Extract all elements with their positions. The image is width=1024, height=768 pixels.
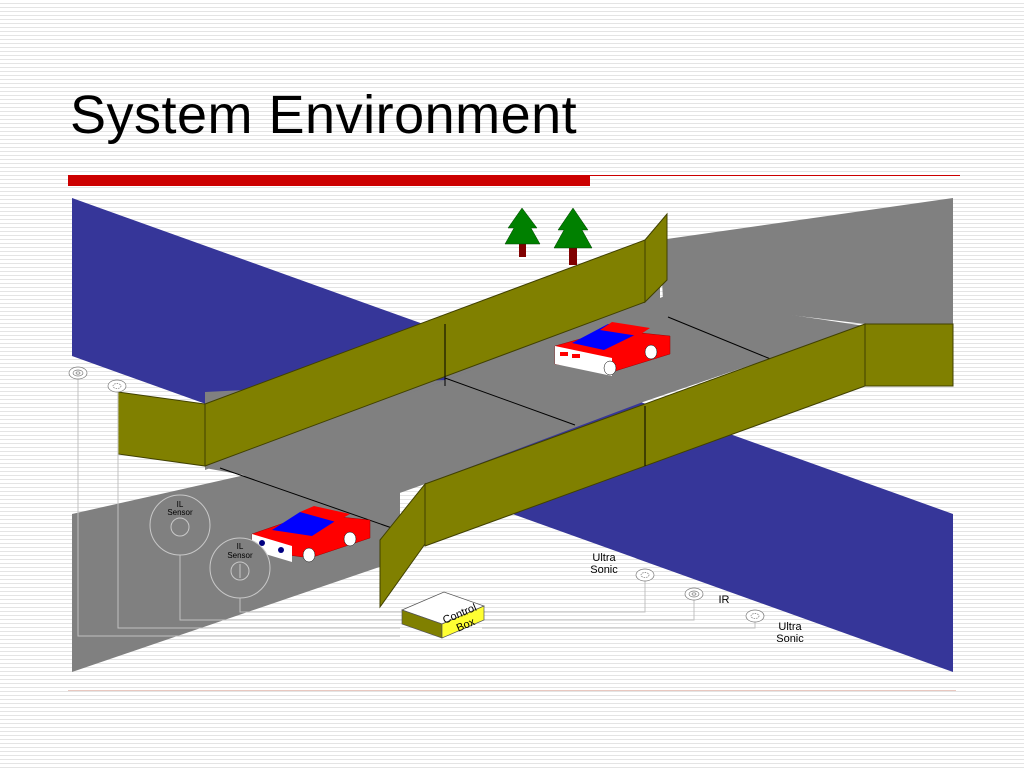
ultrasonic-sensor-2: Ultra Sonic (745, 609, 804, 645)
ir-label: IR (719, 594, 730, 606)
tree-icon (553, 207, 593, 265)
road-bridge-deck (205, 296, 865, 500)
ultrasonic-2-label-line2: Sonic (776, 633, 804, 645)
road-line (667, 316, 774, 361)
ultrasonic-sensor-1: Ultra Sonic (590, 552, 655, 582)
road-line (219, 467, 393, 529)
tree-icon (504, 207, 541, 257)
ir-sensor: IR (684, 587, 730, 606)
car-on-bridge (554, 322, 671, 376)
il-sensor-2-label-line2: Sensor (227, 551, 253, 560)
car-on-road (251, 506, 371, 563)
road-line (444, 377, 576, 426)
slide-title: System Environment (70, 85, 578, 145)
title-underline-thin (590, 175, 960, 176)
ultrasonic-sensor-icon (107, 379, 127, 393)
ultrasonic-1-label-line2: Sonic (590, 564, 618, 576)
footer-rule (68, 690, 956, 691)
far-wall-end (117, 391, 206, 467)
ultrasonic-1-label-line1: Ultra (592, 552, 616, 564)
ir-sensor-icon (684, 587, 704, 601)
il-sensor-1-label-line2: Sensor (167, 508, 193, 517)
title-underline-thick (68, 175, 590, 186)
far-wall-post (644, 212, 668, 304)
sensor-wiring (77, 378, 756, 637)
road-far-segment (660, 198, 953, 324)
il-sensor-2-label-line1: IL (237, 542, 244, 551)
il-sensor-2: IL Sensor (209, 537, 271, 599)
ultrasonic-sensor-icon (745, 609, 765, 623)
near-wall-end (864, 323, 954, 387)
ultrasonic-sensor-icon (635, 568, 655, 582)
ultrasonic-2-label-line1: Ultra (778, 621, 802, 633)
il-sensor-1: IL Sensor (149, 494, 211, 556)
il-sensor-1-label-line1: IL (177, 500, 184, 509)
wifi-sensor-icon (68, 366, 88, 380)
control-box: Control Box (401, 591, 485, 639)
